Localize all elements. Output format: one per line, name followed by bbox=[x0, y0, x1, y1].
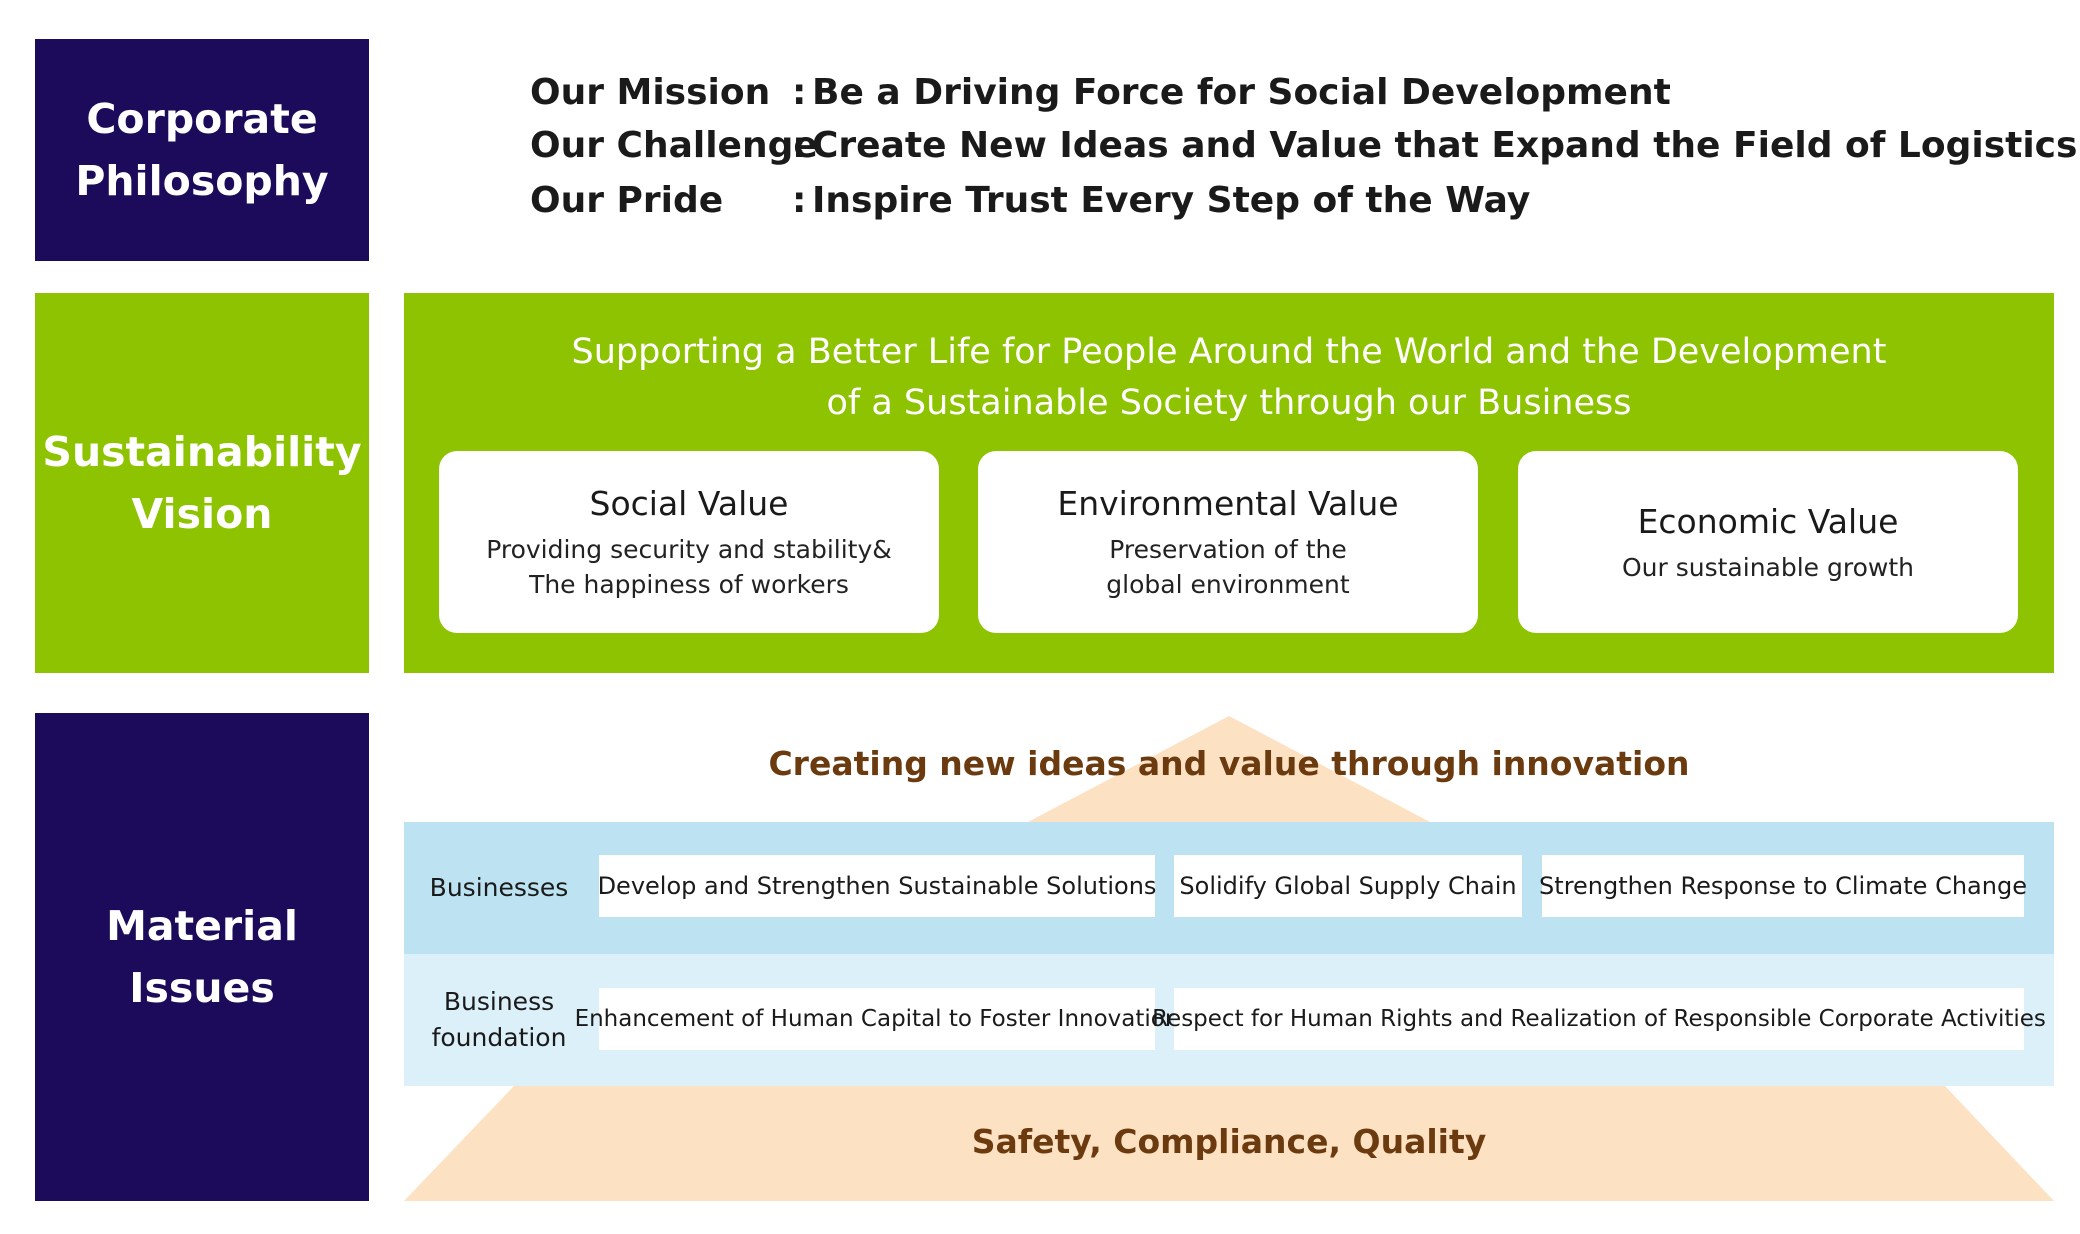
value-card-title: Environmental Value bbox=[1057, 484, 1399, 523]
philosophy-separator: : bbox=[792, 179, 807, 221]
philosophy-pride-row: Our Pride : Inspire Trust Every Step of … bbox=[530, 170, 1530, 230]
environmental-value-card: Environmental Value Preservation of the … bbox=[978, 451, 1478, 633]
philosophy-separator: : bbox=[792, 71, 807, 113]
value-card-title: Social Value bbox=[589, 484, 789, 523]
issue-human-capital: Enhancement of Human Capital to Foster I… bbox=[575, 988, 1179, 1050]
business-foundation-band: Business foundation Enhancement of Human… bbox=[404, 954, 2054, 1086]
philosophy-mission-row: Our Mission : Be a Driving Force for Soc… bbox=[530, 62, 1671, 122]
philosophy-key: Our Pride bbox=[530, 179, 724, 221]
philosophy-key: Our Challenge bbox=[530, 124, 818, 166]
sustainability-vision-label-text: Sustainability Vision bbox=[42, 428, 362, 538]
value-card-title: Economic Value bbox=[1637, 501, 1899, 541]
philosophy-value: Inspire Trust Every Step of the Way bbox=[812, 179, 1531, 221]
value-card-description: Preservation of the global environment bbox=[1106, 535, 1350, 599]
sustainability-vision-panel: Supporting a Better Life for People Arou… bbox=[404, 293, 2054, 673]
material-issues-label-text: Material Issues bbox=[106, 902, 298, 1012]
business-foundation-band-label: Business foundation bbox=[431, 987, 567, 1052]
philosophy-separator: : bbox=[792, 124, 807, 166]
innovation-caption: Creating new ideas and value through inn… bbox=[768, 744, 1690, 783]
material-issues-label: Material Issues bbox=[35, 713, 369, 1201]
philosophy-challenge-row: Our Challenge : Create New Ideas and Val… bbox=[530, 115, 2077, 175]
philosophy-value: Create New Ideas and Value that Expand t… bbox=[812, 124, 2078, 166]
issue-sustainable-solutions: Develop and Strengthen Sustainable Solut… bbox=[598, 855, 1156, 917]
vision-headline: Supporting a Better Life for People Arou… bbox=[571, 332, 1887, 423]
value-card-description: Our sustainable growth bbox=[1621, 552, 1914, 582]
foundation-caption: Safety, Compliance, Quality bbox=[971, 1122, 1487, 1161]
issue-global-supply-chain: Solidify Global Supply Chain bbox=[1174, 855, 1522, 917]
businesses-band-label: Businesses bbox=[429, 873, 569, 902]
corporate-philosophy-label: Corporate Philosophy bbox=[35, 39, 369, 261]
value-card-description: Providing security and stability& The ha… bbox=[486, 535, 892, 599]
corporate-philosophy-label-text: Corporate Philosophy bbox=[75, 95, 329, 205]
businesses-band: Businesses Develop and Strengthen Sustai… bbox=[404, 822, 2054, 954]
philosophy-key: Our Mission bbox=[530, 71, 771, 113]
issue-climate-change: Strengthen Response to Climate Change bbox=[1539, 855, 2027, 917]
sustainability-vision-label: Sustainability Vision bbox=[35, 293, 369, 673]
philosophy-value: Be a Driving Force for Social Developmen… bbox=[812, 71, 1671, 113]
foundation-trapezoid bbox=[404, 1086, 2054, 1201]
economic-value-card: Economic Value Our sustainable growth bbox=[1518, 451, 2018, 633]
innovation-triangle bbox=[1028, 716, 1430, 822]
social-value-card: Social Value Providing security and stab… bbox=[439, 451, 939, 633]
issue-human-rights: Respect for Human Rights and Realization… bbox=[1152, 988, 2046, 1050]
